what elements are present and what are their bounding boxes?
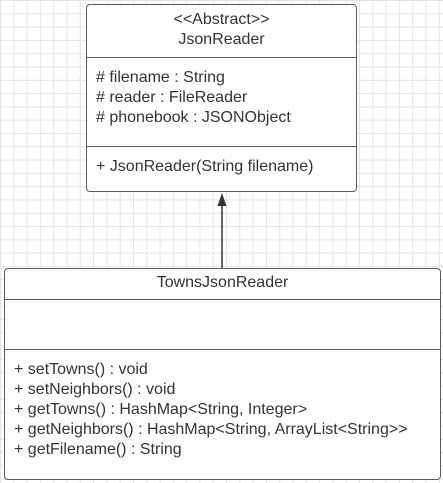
class-name: JsonReader	[178, 31, 265, 48]
operations-compartment: + setTowns() : void + setNeighbors() : v…	[5, 349, 440, 460]
attributes-compartment: # filename : String # reader : FileReade…	[87, 57, 356, 146]
arrow-head	[217, 193, 227, 206]
class-header: TownsJsonReader	[5, 269, 440, 299]
class-header: <<Abstract>> JsonReader	[87, 5, 356, 57]
attributes-compartment	[5, 299, 440, 349]
operations-compartment: + JsonReader(String filename)	[87, 146, 356, 177]
operation: + getTowns() : HashMap<String, Integer>	[14, 401, 308, 418]
attribute: # filename : String	[96, 69, 225, 86]
class-box-jsonreader[interactable]: <<Abstract>> JsonReader # filename : Str…	[86, 4, 357, 192]
operation: + setTowns() : void	[14, 361, 148, 378]
operation: + JsonReader(String filename)	[96, 158, 314, 175]
stereotype-label: <<Abstract>>	[173, 11, 270, 28]
attribute: # phonebook : JSONObject	[96, 109, 291, 126]
operation: + getNeighbors() : HashMap<String, Array…	[14, 421, 408, 438]
class-name: TownsJsonReader	[156, 274, 289, 291]
operation: + getFilename() : String	[14, 441, 182, 458]
class-box-townsjsonreader[interactable]: TownsJsonReader + setTowns() : void + se…	[4, 268, 441, 480]
operation: + setNeighbors() : void	[14, 381, 176, 398]
attribute: # reader : FileReader	[96, 89, 248, 106]
